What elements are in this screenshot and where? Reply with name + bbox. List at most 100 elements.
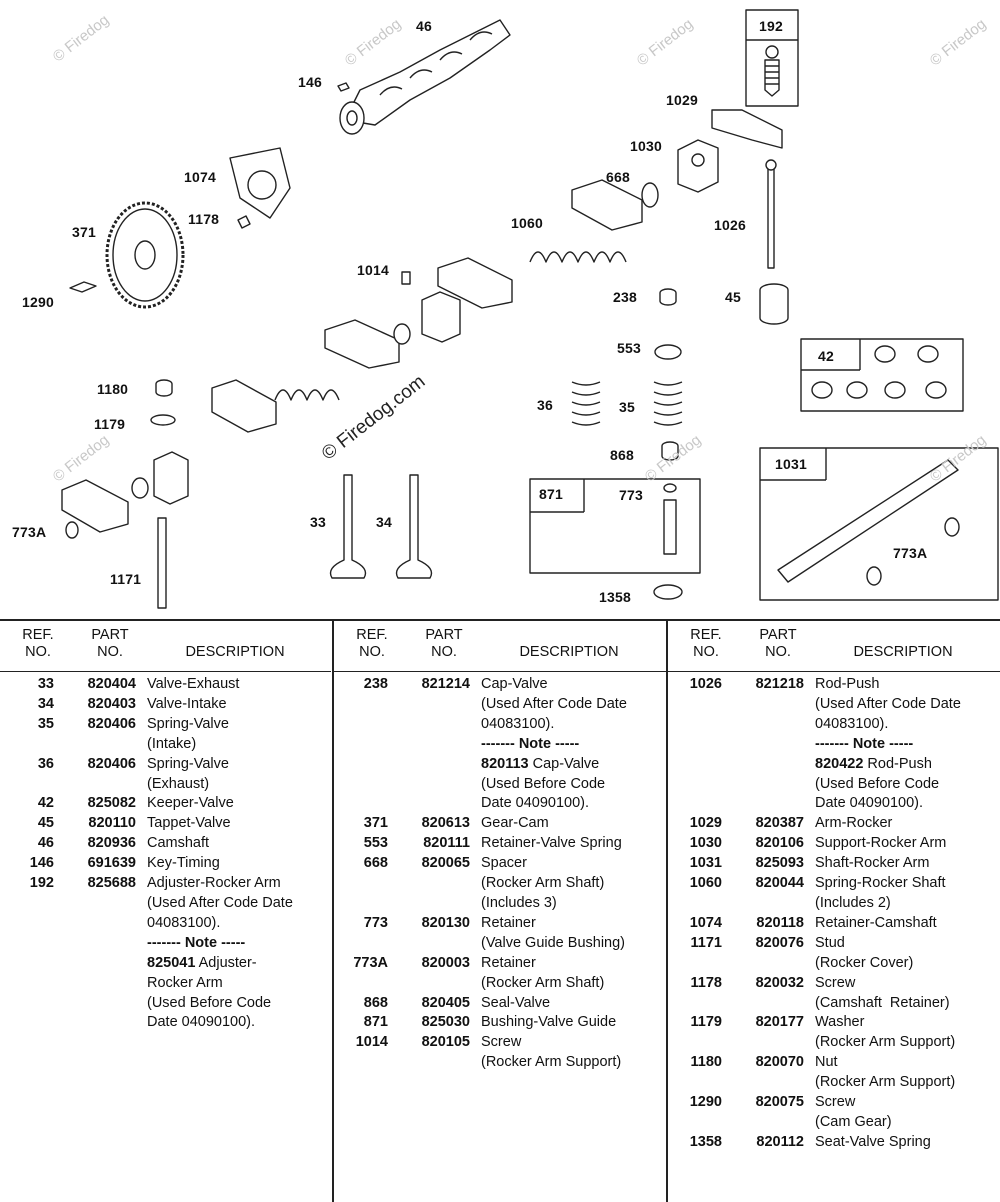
description-line: Key-Timing [147, 855, 220, 872]
part-number: 825082 [87, 795, 136, 812]
description-line: 04083100). [815, 715, 889, 732]
description-line: (Includes 3) [481, 894, 557, 911]
label-1029: 1029 [666, 92, 698, 108]
description-line: 820422 Rod-Push [815, 755, 932, 772]
ref-number: 1290 [689, 1094, 722, 1111]
label-1014: 1014 [357, 262, 389, 278]
rocker-arm-upper-part [571, 179, 643, 231]
ref-number: 1178 [690, 974, 722, 991]
description-line: Date 04090100). [481, 795, 590, 812]
description-line: Bushing-Valve Guide [481, 1014, 617, 1031]
description-line: (Rocker Arm Shaft) [481, 974, 605, 991]
part-description: Retainer (Rocker Arm Shaft) [481, 954, 667, 994]
header-ref-no: REF. NO. [356, 627, 388, 660]
description-line: Screw [815, 1094, 856, 1111]
push-rod-part [767, 167, 775, 269]
description-line: ------- Note ----- [815, 735, 914, 752]
ref-number: 36 [37, 755, 54, 772]
part-description: Valve-Exhaust [147, 675, 331, 695]
description-line: ------- Note ----- [147, 934, 246, 951]
part-description: Seat-Valve Spring [815, 1133, 1000, 1153]
label-1290: 1290 [22, 294, 54, 310]
part-number: 825688 [87, 875, 136, 892]
part-number: 820075 [755, 1094, 804, 1111]
table-row: 34 820403 Valve-Intake [0, 695, 331, 715]
part-description: Tappet-Valve [147, 814, 331, 834]
description-line: (Rocker Arm Shaft) [481, 875, 605, 892]
label-1179: 1179 [94, 416, 126, 432]
exhaust-valve-part [329, 474, 367, 579]
part-description: Adjuster-Rocker Arm(Used After Code Date… [147, 874, 331, 1033]
label-1180: 1180 [97, 381, 129, 397]
description-line: Gear-Cam [481, 815, 549, 832]
ref-number: 192 [29, 875, 54, 892]
ref-number: 238 [363, 676, 388, 692]
part-description: Spacer (Rocker Arm Shaft) (Includes 3) [481, 854, 667, 914]
camshaft-part [339, 19, 511, 135]
header-description: DESCRIPTION [853, 644, 953, 660]
label-1171: 1171 [110, 571, 142, 587]
ref-number: 34 [37, 695, 54, 712]
part-description: Arm-Rocker [815, 814, 1000, 834]
label-1031: 1031 [775, 456, 807, 472]
table-row: 1290 820075 Screw (Cam Gear) [668, 1093, 1000, 1133]
label-553: 553 [617, 340, 641, 356]
description-line: Nut [815, 1054, 838, 1071]
ref-number: 553 [363, 835, 388, 852]
ref-number: 33 [37, 676, 54, 692]
rocker-spring-lower-part [274, 389, 340, 401]
part-description: Retainer (Valve Guide Bushing) [481, 914, 667, 954]
description-line: Support-Rocker Arm [815, 835, 947, 852]
description-line: Arm-Rocker [815, 815, 893, 832]
part-number: 820403 [87, 695, 136, 712]
part-number: 820065 [421, 855, 470, 872]
ref-number: 146 [29, 855, 54, 872]
description-line: Retainer-Valve Spring [481, 835, 622, 852]
label-1074: 1074 [184, 169, 216, 185]
part-number: 821218 [755, 676, 804, 692]
label-1358: 1358 [599, 589, 631, 605]
description-line: (Camshaft Retainer) [815, 994, 950, 1011]
rocker-shaft-box [759, 447, 999, 601]
label-668: 668 [606, 169, 630, 185]
label-773A-right: 773A [893, 545, 928, 561]
adjuster-box [745, 9, 799, 107]
description-line: (Rocker Arm Support) [481, 1054, 622, 1071]
description-line: Date 04090100). [147, 1014, 256, 1031]
ref-number: 1060 [689, 875, 722, 892]
description-line: Retainer [481, 954, 536, 971]
description-line: (Cam Gear) [815, 1113, 892, 1130]
screw-1290-part [69, 281, 97, 293]
part-description: Spring-Rocker Shaft(Includes 2) [815, 874, 1000, 914]
description-line: (Intake) [147, 735, 197, 752]
label-871: 871 [539, 486, 563, 502]
description-line: (Used Before Code [147, 994, 272, 1011]
ref-number: 1179 [690, 1014, 722, 1031]
ref-number: 1014 [355, 1034, 388, 1051]
ref-number: 371 [363, 815, 388, 832]
part-description: Valve-Intake [147, 695, 331, 715]
description-line: Spacer [481, 855, 527, 872]
bushing-box [529, 478, 701, 574]
description-line: Shaft-Rocker Arm [815, 855, 930, 872]
description-line: Retainer [481, 914, 536, 931]
description-line: (Valve Guide Bushing) [481, 934, 626, 951]
intake-valve-part [395, 474, 433, 579]
